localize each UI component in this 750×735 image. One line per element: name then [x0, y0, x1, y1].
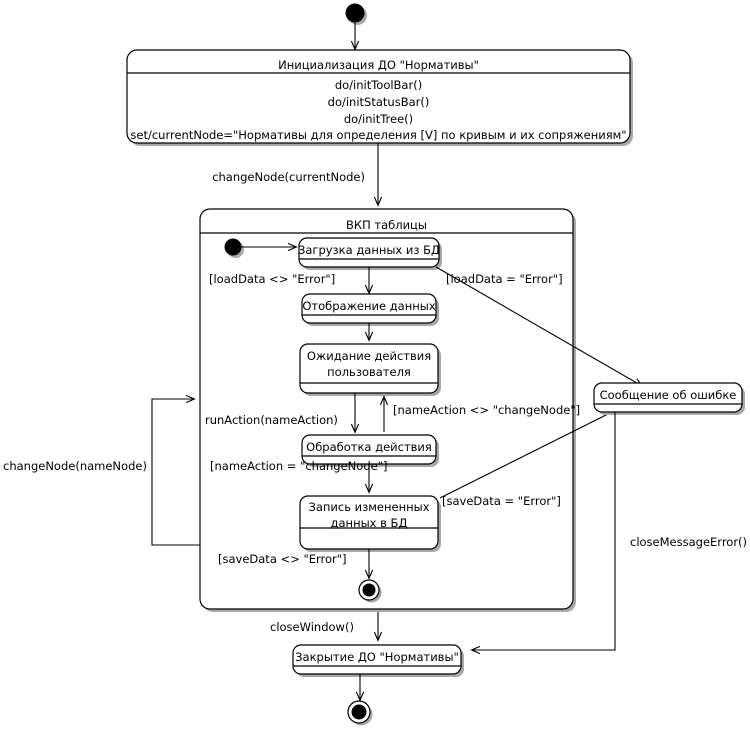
composite-state-title: ВКП таблицы [346, 218, 427, 232]
label-name-action-ne: [nameAction <> "changeNode"] [393, 403, 580, 417]
state-wait-title-line1: Ожидание действия [307, 349, 431, 363]
edge-change-node-name-loop [151, 394, 200, 546]
label-name-action-eq: [nameAction = "changeNode"] [210, 459, 387, 473]
state-close-title: Закрытие ДО "Нормативы" [295, 650, 459, 664]
label-load-data-error: [loadData = "Error"] [446, 272, 563, 286]
edge-error-message-to-close [470, 412, 616, 655]
label-save-data-ok: [saveData <> "Error"] [218, 552, 347, 566]
state-init-action-0: do/initToolBar() [335, 78, 422, 92]
state-process-action[interactable]: Обработка действия [301, 434, 439, 467]
state-show-data-title: Отображение данных [302, 299, 436, 313]
edge-load-to-error-message [435, 266, 644, 387]
state-init-title: Инициализация ДО "Нормативы" [278, 58, 479, 72]
state-process-action-title: Обработка действия [306, 440, 432, 454]
inner-final-state-node [358, 579, 382, 603]
state-wait-title-line2: пользователя [327, 365, 411, 379]
state-show-data[interactable]: Отображение данных [301, 293, 439, 326]
state-error-message[interactable]: Сообщение об ошибке [593, 382, 745, 415]
label-change-node-name: changeNode(nameNode) [3, 459, 147, 473]
initial-state-node [345, 3, 367, 25]
inner-initial-state-node [224, 238, 244, 258]
label-load-data-ok: [loadData <> "Error"] [209, 272, 335, 286]
state-save-data[interactable]: Запись измененных данных в БД [299, 495, 441, 552]
label-change-node-current: changeNode(currentNode) [212, 170, 365, 184]
state-error-message-title: Сообщение об ошибке [600, 388, 737, 402]
label-save-data-error: [saveData = "Error"] [442, 494, 561, 508]
state-close-normativy[interactable]: Закрытие ДО "Нормативы" [292, 644, 464, 677]
state-save-data-title-line1: Запись измененных [308, 500, 429, 514]
label-close-window: closeWindow() [270, 620, 354, 634]
state-load-data[interactable]: Загрузка данных из БД [298, 237, 442, 270]
label-close-message-error: closeMessageError() [630, 535, 747, 549]
composite-state-vkp-table[interactable]: ВКП таблицы [199, 208, 576, 612]
state-init-action-2: do/initTree() [344, 112, 413, 126]
state-wait-user-action[interactable]: Ожидание действия пользователя [299, 343, 441, 396]
state-load-data-title: Загрузка данных из БД [298, 243, 440, 257]
label-run-action: runAction(nameAction) [205, 413, 338, 427]
state-save-data-title-line2: данных в БД [331, 516, 408, 530]
state-init-action-3: set/currentNode="Нормативы для определен… [130, 128, 626, 142]
state-init-normativy[interactable]: Инициализация ДО "Нормативы" do/initTool… [126, 49, 633, 146]
state-init-action-1: do/initStatusBar() [328, 95, 430, 109]
final-state-node [347, 700, 373, 726]
